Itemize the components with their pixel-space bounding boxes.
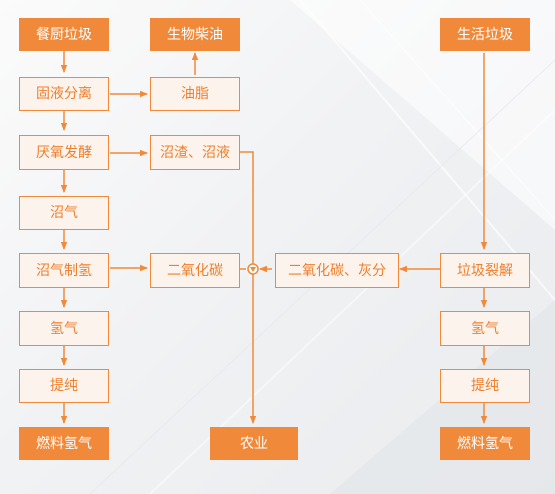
node-domestic-waste: 生活垃圾 [440,18,530,51]
junction-arrowhead [250,267,256,272]
node-waste-pyrolysis: 垃圾裂解 [440,253,530,288]
node-fuel-hydrogen-right: 燃料氢气 [440,427,530,460]
node-solid-liquid-separation: 固液分离 [19,77,109,111]
node-hydrogen-left: 氢气 [19,311,109,346]
node-hydrogen-right: 氢气 [440,311,530,346]
node-co2-ash: 二氧化碳、灰分 [275,253,399,288]
node-digestate: 沼渣、沼液 [150,135,240,170]
node-fuel-hydrogen-left: 燃料氢气 [19,427,109,460]
node-purification-left: 提纯 [19,369,109,403]
node-grease: 油脂 [150,77,240,111]
node-carbon-dioxide: 二氧化碳 [150,253,240,288]
node-agriculture: 农业 [210,427,298,460]
line-digestate-to-agriculture [239,151,257,424]
node-kitchen-waste: 餐厨垃圾 [19,18,109,51]
node-biogas: 沼气 [19,196,109,230]
node-anaerobic-fermentation: 厌氧发酵 [19,135,109,170]
node-purification-right: 提纯 [440,369,530,403]
node-biogas-hydrogen-production: 沼气制氢 [19,253,109,288]
node-biodiesel: 生物柴油 [150,18,240,51]
